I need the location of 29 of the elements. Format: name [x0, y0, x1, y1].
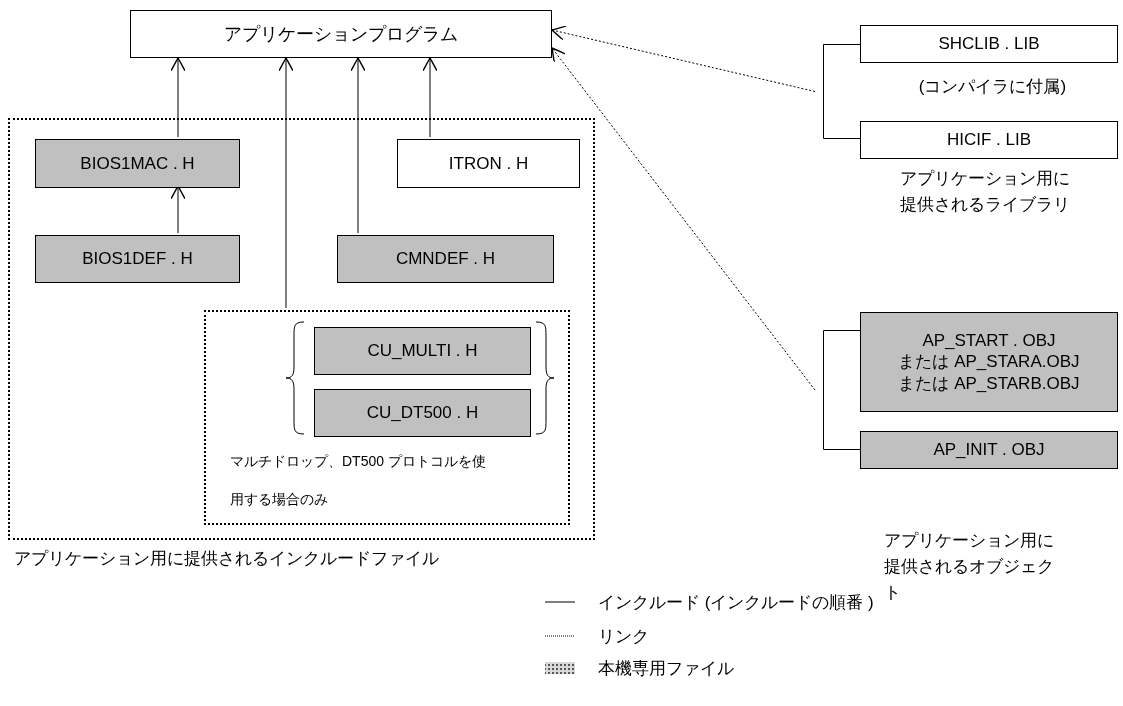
include-arrow: [350, 57, 366, 234]
legend-text: 本機専用ファイル: [598, 658, 734, 680]
caption-text: (コンパイラに付属): [917, 76, 1068, 98]
legend-text: リンク: [598, 626, 649, 648]
include-arrow: [278, 57, 294, 309]
file-box: CMNDEF . H: [337, 235, 554, 283]
file-box: BIOS1MAC . H: [35, 139, 240, 188]
file-box: SHCLIB . LIB: [860, 25, 1118, 63]
file-box: HICIF . LIB: [860, 121, 1118, 159]
optional-group-box: [204, 310, 570, 525]
link-arrow: [551, 47, 816, 391]
legend-text: インクルード (インクルードの順番 ): [598, 592, 874, 614]
include-arrow: [170, 57, 186, 138]
link-arrow: [551, 25, 816, 92]
file-box: CU_DT500 . H: [314, 389, 531, 437]
file-box: AP_INIT . OBJ: [860, 431, 1118, 469]
caption-text: アプリケーション用に提供されるオブジェクト: [884, 530, 1055, 604]
caption-text: アプリケーション用に提供されるライブラリ: [900, 168, 1070, 216]
bracket: [823, 330, 860, 450]
file-box: ITRON . H: [397, 139, 580, 188]
file-box: BIOS1DEF . H: [35, 235, 240, 283]
file-box: CU_MULTI . H: [314, 327, 531, 375]
file-box: アプリケーションプログラム: [130, 10, 552, 58]
bracket: [823, 44, 860, 139]
include-arrow: [422, 57, 438, 138]
note-text: マルチドロップ、DT500 プロトコルを使用する場合のみ: [230, 452, 487, 509]
file-box: AP_START . OBJ または AP_STARA.OBJ または AP_STARB.OBJ: [860, 312, 1118, 412]
group-caption: アプリケーション用に提供されるインクルードファイル: [14, 548, 439, 570]
group-box: [8, 118, 595, 540]
